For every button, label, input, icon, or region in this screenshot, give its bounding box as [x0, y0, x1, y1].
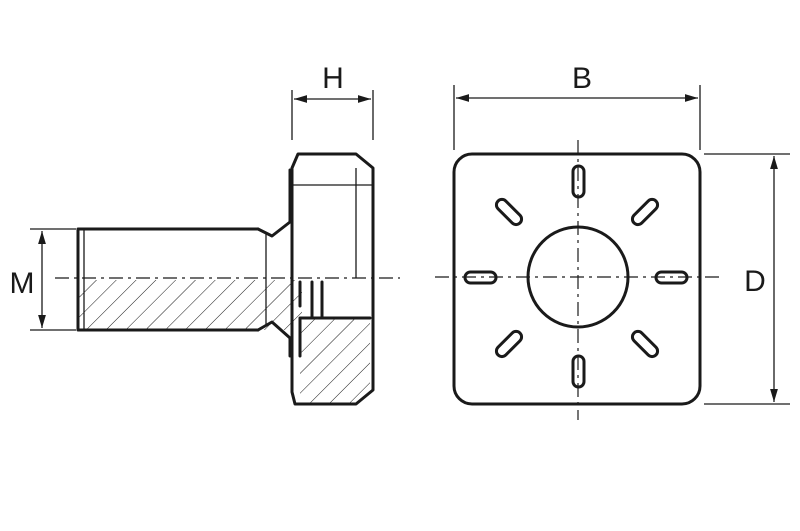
- square-base: [452, 152, 702, 406]
- stud-neck: [256, 168, 292, 358]
- slot-bottom-left: [494, 329, 524, 359]
- slot-bottom-right: [630, 329, 660, 359]
- threaded-stud: [76, 227, 260, 332]
- b-label: B: [572, 62, 592, 95]
- m-label: M: [10, 267, 35, 300]
- front-view: B D: [435, 62, 790, 420]
- stud-section-hatch: [78, 280, 302, 330]
- foot-head: [290, 152, 375, 406]
- d-label: D: [744, 265, 766, 298]
- h-label: H: [322, 62, 344, 95]
- head-section-hatch: [300, 318, 370, 403]
- slot-top-right: [630, 197, 660, 227]
- ball-socket: [298, 280, 372, 358]
- side-view: H M: [10, 62, 400, 406]
- slot-top-left: [494, 197, 524, 227]
